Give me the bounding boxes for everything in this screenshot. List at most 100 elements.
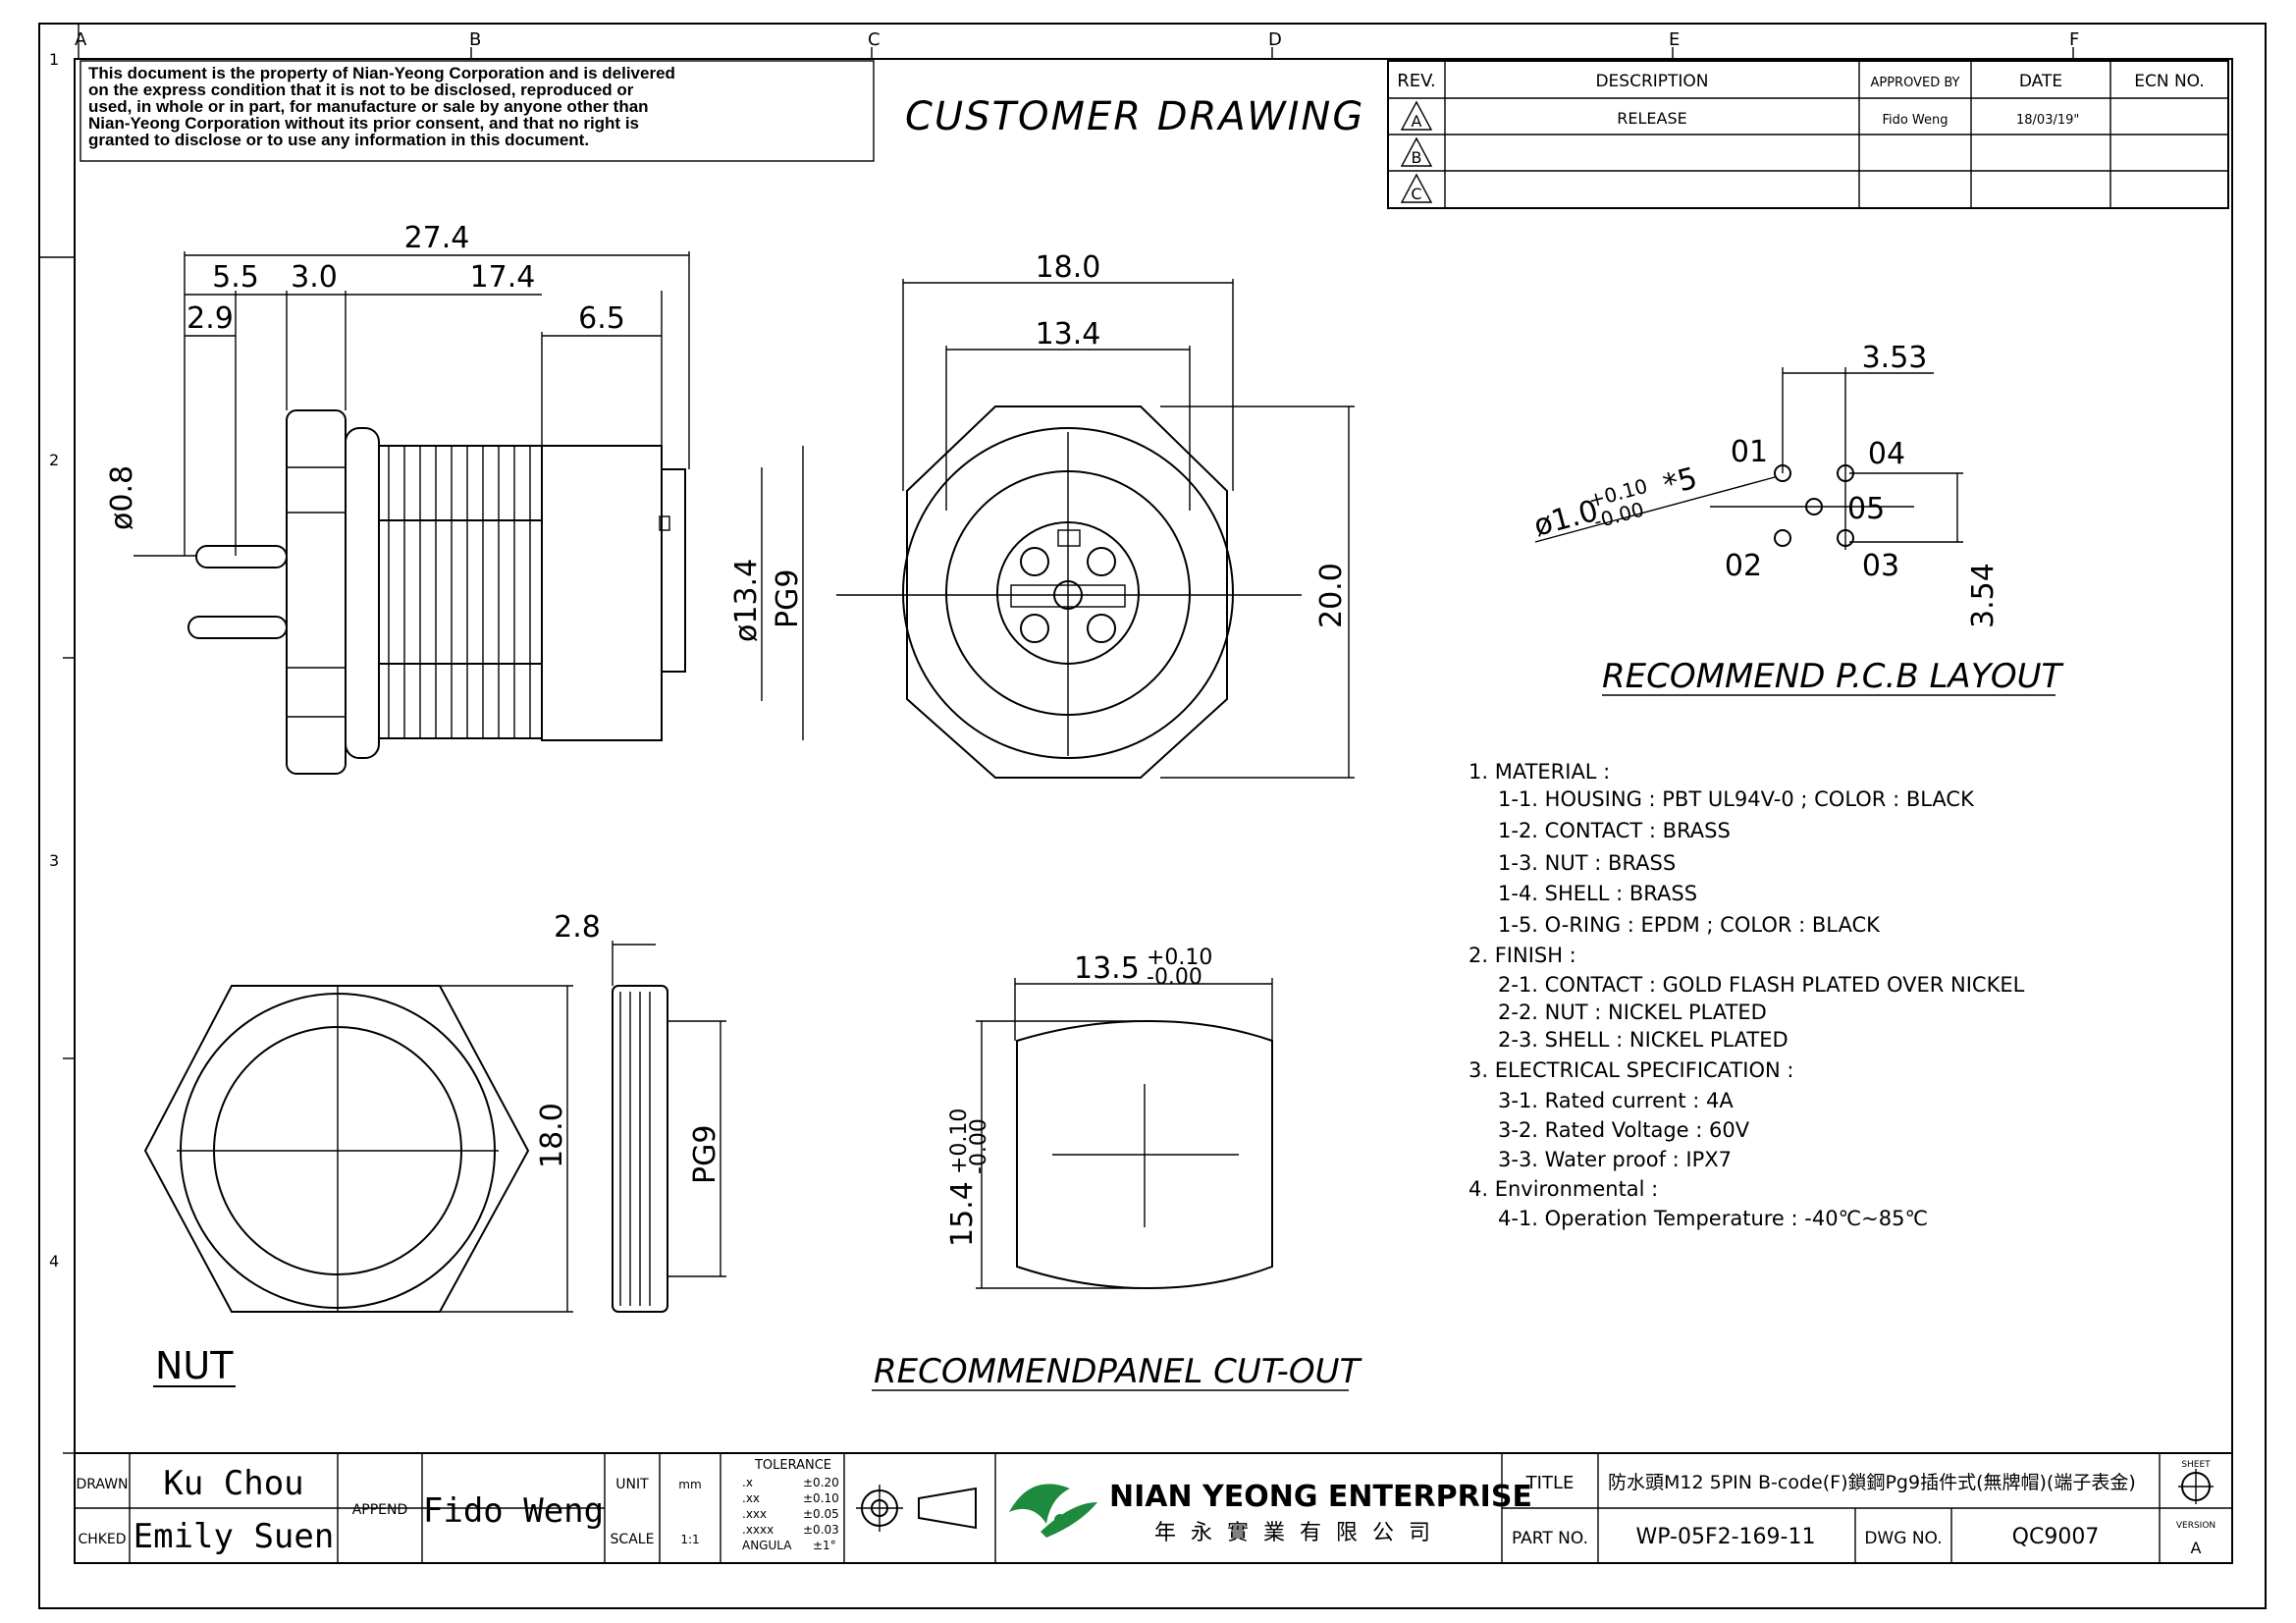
cutout-height-lower: -0.00 [967,1118,991,1174]
tol-val: ±0.05 [803,1507,839,1521]
tol-val: ±0.10 [803,1491,839,1505]
scale-value: 1:1 [680,1533,699,1546]
rev-a-approved: Fido Weng [1882,113,1948,128]
checked-label: CHKED [78,1532,126,1547]
rev-triangle-icon [1400,173,1433,203]
cutout-height-upper: +0.10 [947,1109,972,1174]
checked-by: Emily Suen [133,1517,335,1556]
side-view: 27.4 5.5 3.0 17.4 2.9 6.5 ø0.8 ø13.4 PG9 [105,221,805,775]
spec-line: 1-2. CONTACT : BRASS [1498,819,1731,842]
spec-line: 3-2. Rated Voltage : 60V [1498,1118,1750,1142]
notice-line: on the express condition that it is not … [88,81,634,99]
pin-label-01: 01 [1731,435,1768,469]
title-label: TITLE [1525,1473,1575,1493]
spec-line: 2-2. NUT : NICKEL PLATED [1498,1001,1767,1024]
notice-line: granted to disclose or to use any inform… [88,131,589,149]
drawn-label: DRAWN [76,1477,128,1492]
rev-a-date: 18/03/19" [2016,113,2079,128]
nut-views: 18.0 2.8 PG9 NUT [143,910,726,1387]
notice-line: used, in whole or in part, for manufactu… [88,97,649,116]
part-number: WP-05F2-169-11 [1636,1525,1816,1549]
outer-border [38,23,2267,1609]
hex-outline [906,406,1228,779]
tolerance-table: .x ±0.20 .xx ±0.10 .xxx ±0.05 .xxxx ±0.0… [742,1476,839,1552]
spec-line: 1-1. HOUSING : PBT UL94V-0 ; COLOR : BLA… [1498,787,1975,811]
pin-label-04: 04 [1868,437,1905,471]
housing-face [661,468,686,673]
o-ring [345,427,380,759]
spec-line: 3. ELECTRICAL SPECIFICATION : [1468,1058,1793,1082]
header-title: CUSTOMER DRAWING [905,94,1364,139]
housing-body [541,445,663,741]
contact-hole [1087,614,1116,643]
rev-b: B [1412,148,1422,167]
thread-marks [388,446,531,738]
append-label: APPEND [352,1502,408,1518]
cutout-width: 13.5 [1074,951,1140,986]
zone-markers: A B C D E F 1 2 3 4 [39,24,2079,1454]
contact-hole [1087,547,1116,576]
specifications: 1. MATERIAL : 1-1. HOUSING : PBT UL94V-0… [1468,760,2025,1230]
rev-a-description: RELEASE [1617,109,1686,128]
spec-line: 4-1. Operation Temperature : -40℃~85℃ [1498,1207,1928,1230]
pcb-title: RECOMMEND P.C.B LAYOUT [1602,657,2064,696]
spec-line: 3-3. Water proof : IPX7 [1498,1148,1732,1171]
outer-ring [902,427,1234,759]
dim-thread: PG9 [771,569,805,628]
nut-dim-width: 2.8 [554,910,601,945]
date-header: DATE [2019,72,2062,91]
dim-front-height: 20.0 [1314,563,1349,628]
pin-label-03: 03 [1862,549,1899,583]
rev-triangle-icon [1400,136,1433,167]
dim-flange: 5.5 [212,260,259,295]
pin-label-02: 02 [1725,549,1762,583]
zone-row-2: 2 [49,451,59,469]
spec-line: 1-3. NUT : BRASS [1498,851,1676,875]
zone-col-d: D [1268,29,1282,50]
tol-key: .xxx [742,1507,767,1521]
company-name-cn: 年 永 實 業 有 限 公 司 [1154,1521,1434,1545]
pcb-hole [1774,464,1791,482]
zone-col-e: E [1669,29,1680,50]
zone-row-3: 3 [49,851,59,870]
tol-key: .xxxx [742,1523,774,1537]
description-header: DESCRIPTION [1595,72,1708,91]
zone-col-c: C [868,29,881,50]
tol-key: ANGULA [742,1539,792,1552]
nut-label: NUT [155,1344,234,1387]
pcb-hole [1837,464,1854,482]
notice-line: This document is the property of Nian-Ye… [88,64,675,82]
zone-row-4: 4 [49,1252,59,1271]
spec-line: 2. FINISH : [1468,944,1576,967]
partno-label: PART NO. [1512,1529,1588,1548]
pcb-hole [1774,529,1791,547]
contact-hole [1020,547,1049,576]
dim-nut-width: 3.0 [291,260,338,295]
unit-value: mm [678,1478,701,1491]
spec-line: 3-1. Rated current : 4A [1498,1089,1734,1112]
cutout-height: 15.4 [945,1181,980,1247]
rev-triangle-icon [1400,100,1433,131]
cutout-width-upper: +0.10 [1147,946,1212,970]
hex-nut-body [286,409,347,775]
spec-line: 1. MATERIAL : [1468,760,1610,784]
nut-dim-thread: PG9 [688,1125,722,1184]
pcb-dim-v: 3.54 [1966,563,2001,628]
nut-hex [143,985,530,1313]
tol-key: .x [742,1476,753,1489]
zone-col-f: F [2069,29,2079,50]
dim-pin-dia: ø0.8 [105,465,139,530]
tol-key: .xx [742,1491,760,1505]
ecn-header: ECN NO. [2134,72,2205,91]
nut-side [612,985,668,1313]
cutout-width-lower: -0.00 [1147,965,1202,990]
tolerance-label: TOLERANCE [754,1458,831,1473]
pin-label-05: 05 [1847,492,1885,526]
property-notice: This document is the property of Nian-Ye… [88,64,675,149]
pcb-hole [1837,529,1854,547]
zone-row-1: 1 [49,50,59,69]
sheet-symbol-icon [2178,1469,2214,1504]
scale-label: SCALE [611,1532,655,1547]
dim-front-inner: 13.4 [1036,317,1101,352]
